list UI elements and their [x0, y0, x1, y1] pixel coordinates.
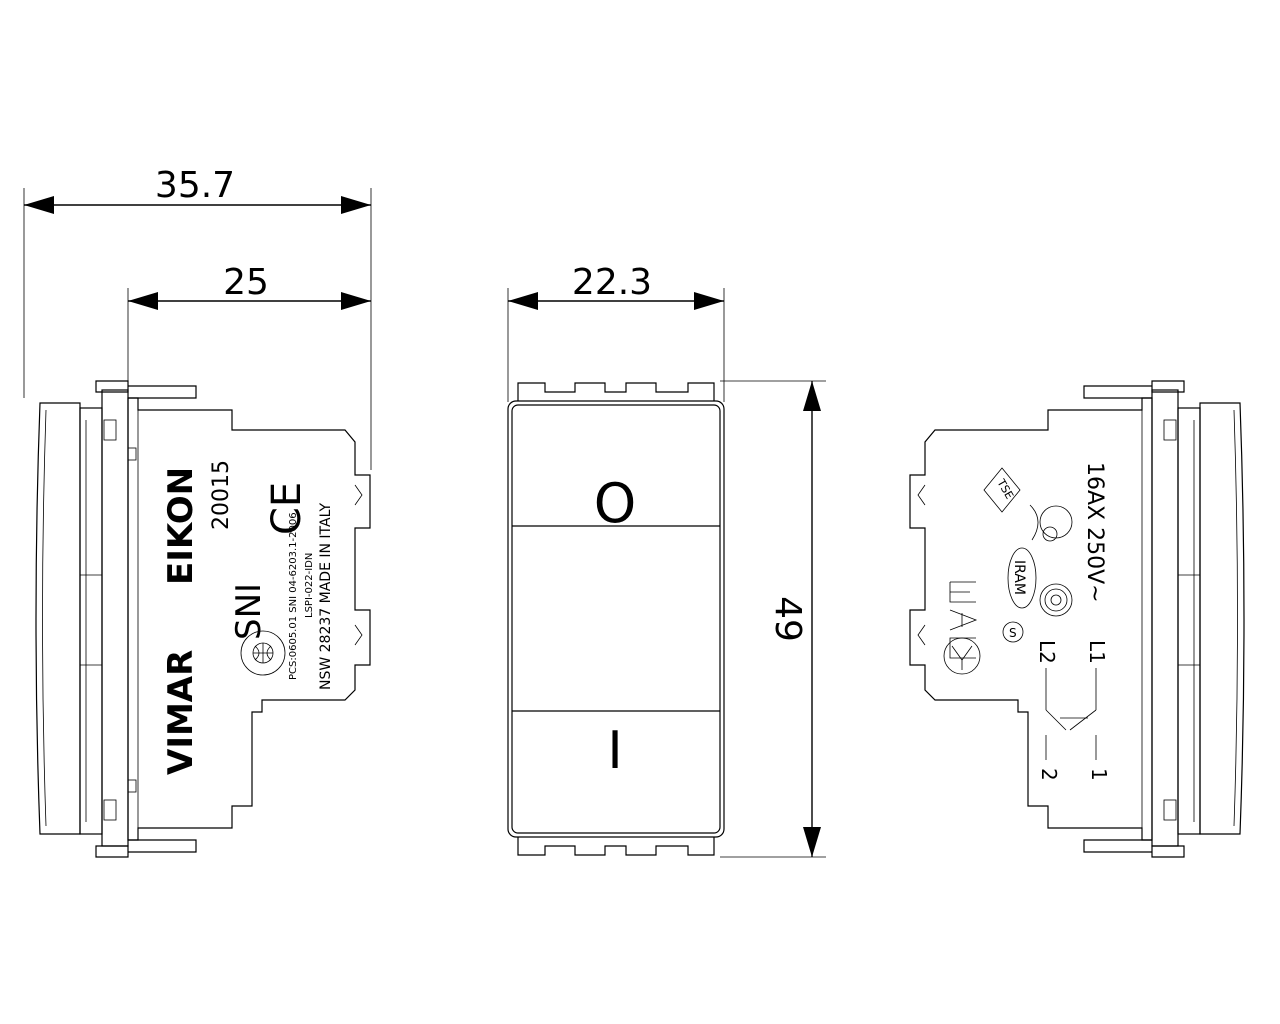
made-in-label: NSW 28237 MADE IN ITALY — [318, 502, 334, 690]
overall-depth-label: 35.7 — [155, 165, 235, 206]
eac-mark — [949, 581, 978, 659]
s-mark: S — [1002, 621, 1024, 643]
brand-label: VIMAR — [161, 650, 201, 775]
sni-mark: SNI — [229, 583, 269, 640]
sucofindo-seal — [240, 630, 286, 676]
dimension-height: 49 — [720, 380, 826, 858]
ce-mark: CE — [264, 482, 310, 535]
height-label: 49 — [767, 596, 808, 642]
series-label: EIKON — [161, 467, 201, 585]
ccc-mark — [1039, 583, 1073, 617]
switch-wiring-symbol: L1 L2 1 2 — [1035, 640, 1111, 781]
tse-mark: TSE — [983, 467, 1021, 513]
product-code-label: 20015 — [209, 460, 234, 530]
iram-mark: IRAM — [1007, 547, 1037, 609]
dimension-body-depth: 25 — [127, 262, 371, 385]
svg-text:S: S — [1009, 626, 1017, 640]
svg-text:L1: L1 — [1085, 640, 1109, 664]
on-symbol: I — [607, 721, 622, 781]
dimension-overall-depth: 35.7 — [23, 165, 372, 470]
sni-standard-label: PCS:0605.01 SNI 04-6203.1-2006 — [288, 512, 299, 680]
left-side-view: VIMAR EIKON 20015 CE SNI PCS:0605.01 SNI… — [35, 380, 371, 858]
front-view: O I — [507, 382, 725, 856]
rating-label: 16AX 250V~ — [1082, 462, 1107, 603]
svg-text:L2: L2 — [1035, 640, 1059, 664]
round-approval-mark — [943, 637, 981, 675]
approval-logo — [1029, 504, 1073, 542]
svg-text:IRAM: IRAM — [1011, 560, 1027, 595]
front-width-label: 22.3 — [572, 262, 652, 303]
off-symbol: O — [594, 472, 637, 535]
body-depth-label: 25 — [223, 262, 269, 303]
svg-text:2: 2 — [1037, 768, 1061, 781]
svg-text:TSE: TSE — [994, 476, 1016, 501]
dimension-front-width: 22.3 — [507, 262, 725, 402]
lspi-label: LSPI-022-IDN — [304, 553, 315, 618]
right-side-view: 16AX 250V~ TSE IRAM S — [909, 380, 1245, 858]
svg-text:1: 1 — [1087, 768, 1111, 781]
